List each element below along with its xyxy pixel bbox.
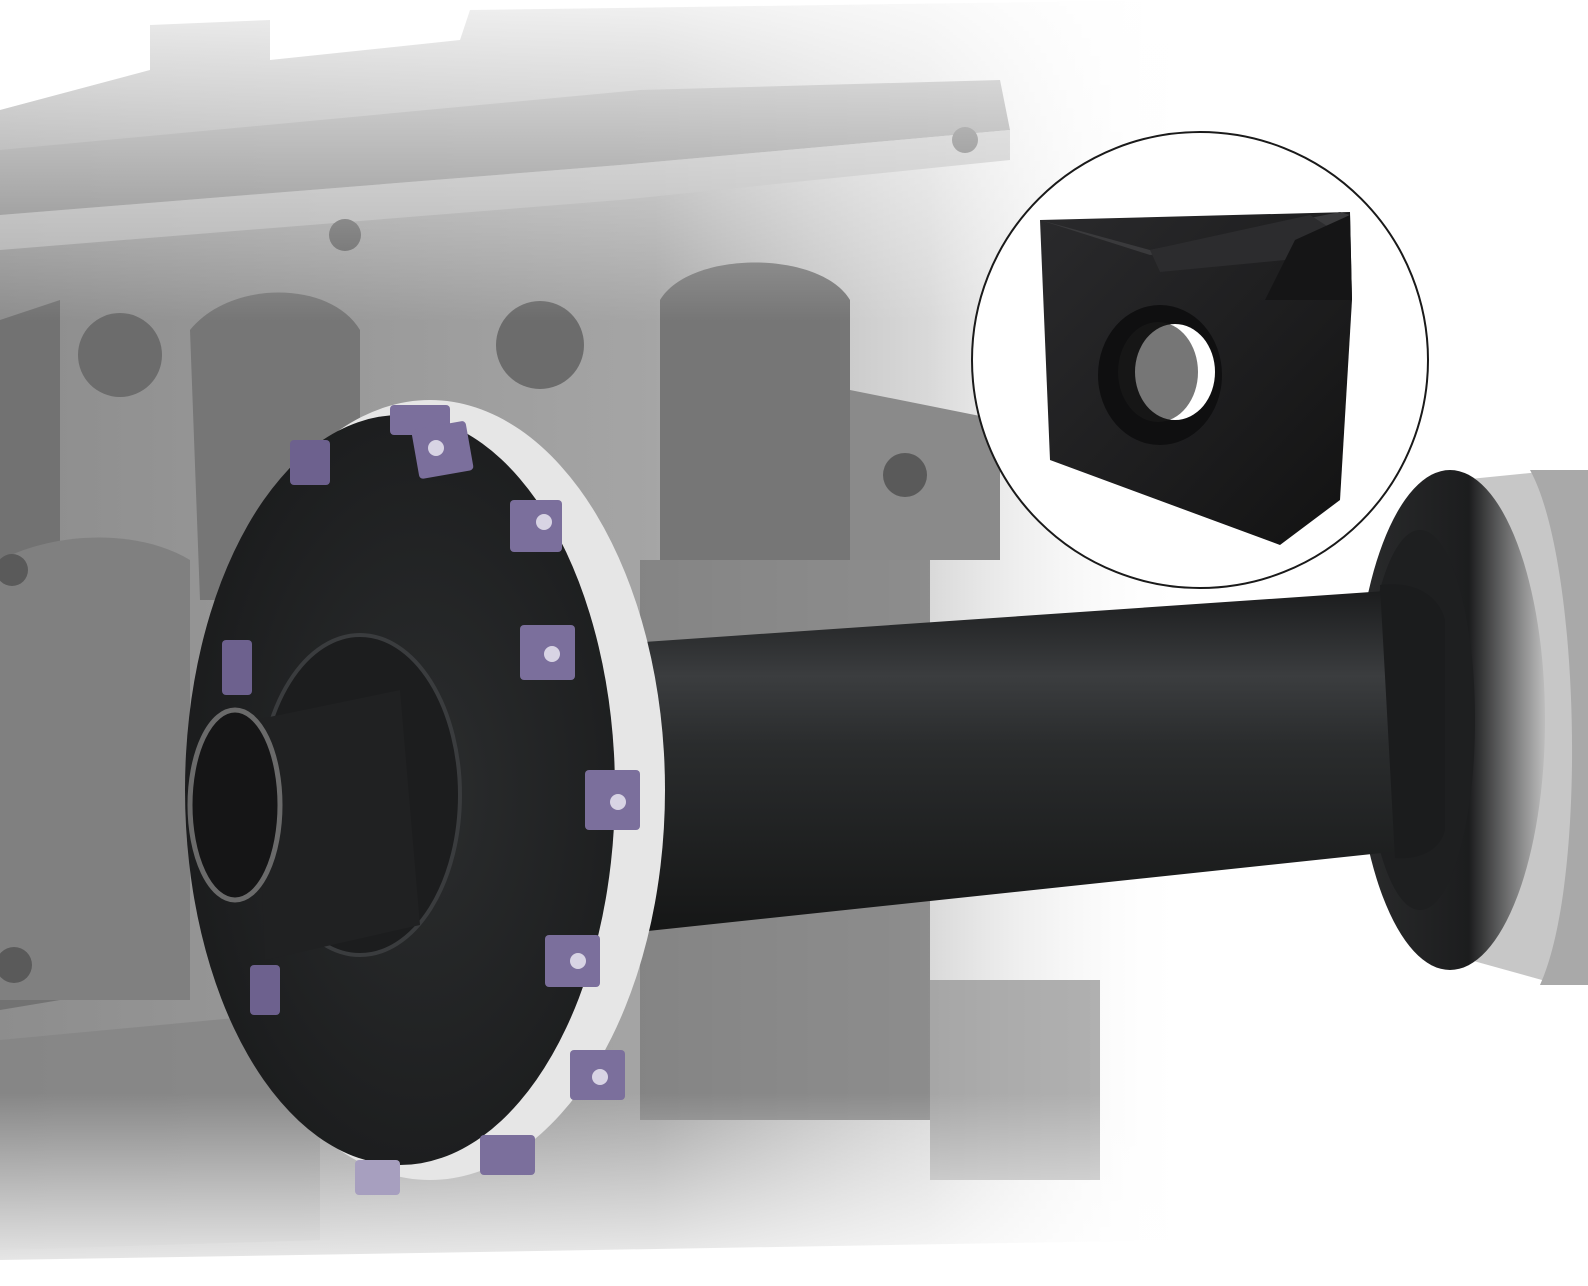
insert-callout [971,131,1429,589]
milling-cutter [185,400,665,1195]
insert-closeup [1040,212,1352,545]
cutting-inserts [222,405,640,1195]
arbor-shaft [600,584,1445,935]
